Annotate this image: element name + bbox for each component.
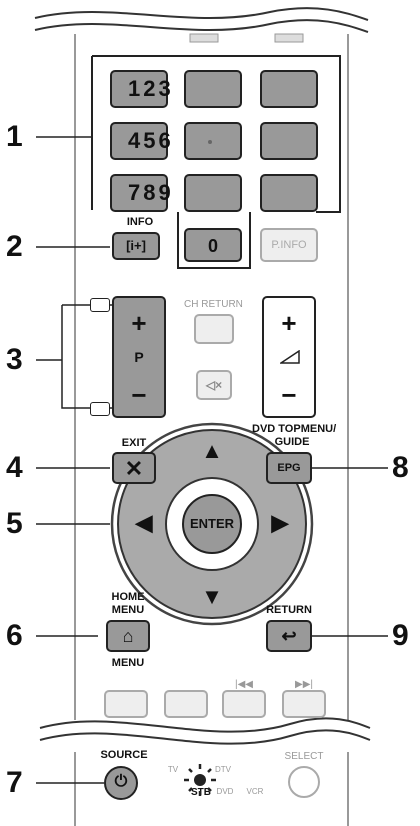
menu-label: MENU — [111, 657, 145, 669]
channel-minus: − — [131, 380, 147, 410]
home-label: HOME — [111, 591, 145, 603]
volume-plus: + — [281, 308, 297, 338]
mode-vcr: VCR — [246, 787, 264, 796]
skip-forward-icon: ▶▶| — [295, 679, 313, 690]
exit-label: EXIT — [121, 437, 147, 449]
dvd-topmenu-label: DVD TOPMENU/ — [252, 423, 337, 435]
source-button[interactable]: ⏻ — [104, 766, 138, 800]
key-8[interactable] — [184, 174, 242, 212]
key-5[interactable] — [184, 122, 242, 160]
key-6[interactable] — [260, 122, 318, 160]
info-label: INFO — [126, 216, 154, 228]
down-arrow-icon[interactable]: ▼ — [201, 584, 223, 609]
mute-button[interactable]: ◁× — [196, 370, 232, 400]
callout-3: 3 — [6, 343, 23, 376]
enter-label: ENTER — [189, 516, 235, 531]
mute-icon: ◁× — [205, 378, 223, 392]
home-menu-label: MENU — [111, 604, 145, 616]
return-icon: ↩ — [281, 626, 297, 646]
key-digits-123: 123 — [128, 76, 174, 101]
key-0-label: 0 — [207, 236, 218, 256]
home-menu-button[interactable]: ⌂ — [106, 620, 150, 652]
callout-6: 6 — [6, 619, 23, 652]
select-button[interactable] — [288, 766, 320, 798]
mode-dvd: DVD — [216, 787, 234, 796]
volume-minus: − — [281, 380, 297, 410]
red-button[interactable] — [104, 690, 148, 718]
blue-button[interactable] — [282, 690, 326, 718]
key-7[interactable] — [110, 174, 168, 212]
skip-back-icon: |◀◀ — [235, 679, 253, 690]
key-digits-789: 789 — [128, 180, 174, 205]
volume-button[interactable]: + − — [262, 296, 316, 418]
callout-9: 9 — [392, 619, 409, 652]
key-2[interactable] — [184, 70, 242, 108]
stb-indicator-icon — [184, 764, 216, 796]
up-arrow-icon[interactable]: ▲ — [201, 438, 223, 463]
ch-return-button[interactable] — [194, 314, 234, 344]
return-button[interactable]: ↩ — [266, 620, 312, 652]
page-up-icon — [90, 298, 110, 312]
callout-7: 7 — [6, 766, 23, 799]
epg-button[interactable]: EPG — [266, 452, 312, 484]
power-icon: ⏻ — [114, 773, 128, 790]
yellow-button[interactable] — [222, 690, 266, 718]
mode-tv: TV — [167, 765, 179, 774]
callout-8: 8 — [392, 451, 409, 484]
callout-4: 4 — [6, 451, 23, 484]
pinfo-button[interactable]: P.INFO — [260, 228, 318, 262]
pinfo-label: P.INFO — [271, 239, 307, 251]
channel-plus: + — [131, 308, 147, 338]
key-1[interactable] — [110, 70, 168, 108]
source-label: SOURCE — [100, 749, 148, 761]
key-3[interactable] — [260, 70, 318, 108]
key-digits-456: 456 — [128, 128, 174, 153]
green-button[interactable] — [164, 690, 208, 718]
key-4[interactable] — [110, 122, 168, 160]
left-arrow-icon[interactable]: ◀ — [135, 510, 153, 535]
epg-label: EPG — [277, 462, 301, 474]
ch-return-label: CH RETURN — [184, 299, 243, 310]
info-icon: [i+] — [126, 238, 146, 253]
channel-button[interactable]: + P − — [112, 296, 166, 418]
page-down-icon — [90, 402, 110, 416]
key-9[interactable] — [260, 174, 318, 212]
guide-label: GUIDE — [274, 436, 310, 448]
home-icon: ⌂ — [122, 626, 134, 646]
key-5-dot — [208, 140, 212, 144]
enter-button[interactable]: ENTER — [182, 494, 242, 554]
callout-2: 2 — [6, 230, 23, 263]
mode-dtv: DTV — [215, 765, 231, 774]
volume-ramp-icon — [280, 350, 300, 364]
exit-button[interactable]: ✕ — [112, 452, 156, 484]
callout-5: 5 — [6, 507, 23, 540]
right-arrow-icon[interactable]: ▶ — [271, 510, 289, 535]
key-0[interactable]: 0 — [184, 228, 242, 262]
select-label: SELECT — [284, 751, 324, 762]
channel-p: P — [134, 349, 144, 365]
exit-icon: ✕ — [124, 456, 144, 481]
return-label: RETURN — [266, 604, 312, 616]
callout-1: 1 — [6, 120, 23, 153]
info-button[interactable]: [i+] — [112, 232, 160, 260]
